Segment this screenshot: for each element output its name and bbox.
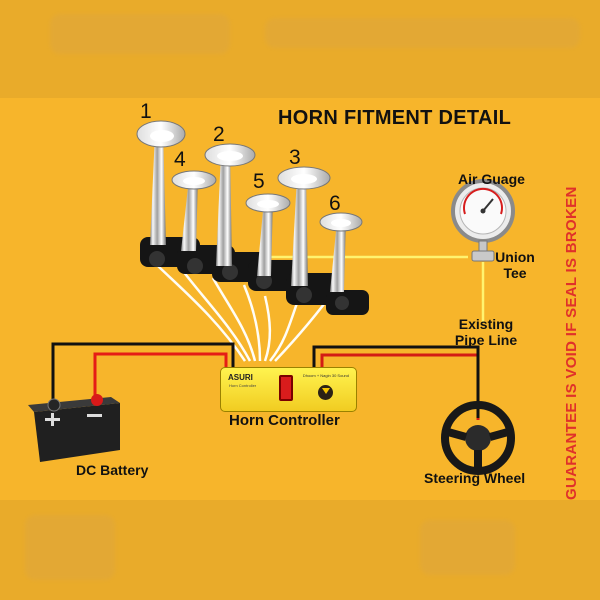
- horn-4: [171, 170, 217, 251]
- horn-number-2: 2: [213, 123, 225, 146]
- controller-black-wire: [312, 345, 480, 418]
- horn-3: [277, 166, 331, 286]
- controller-brand: ASURI: [228, 373, 253, 382]
- controller-sound-button[interactable]: [318, 385, 333, 400]
- horn-5: [245, 193, 291, 276]
- horn-control-wires: [157, 265, 338, 362]
- controller-red-switch[interactable]: [279, 375, 293, 401]
- horn-number-3: 3: [289, 146, 301, 169]
- existing-pipe-line-label: Existing Pipe Line: [454, 316, 518, 348]
- bottom-blurred-wheel: [420, 520, 515, 575]
- steering-wheel-icon: [441, 401, 515, 475]
- horn-2: [204, 143, 256, 266]
- air-gauge-icon: [451, 179, 515, 262]
- horn-number-6: 6: [329, 192, 341, 215]
- controller-subtitle: Horn Controller: [229, 383, 257, 388]
- horn-number-4: 4: [174, 148, 186, 171]
- union-tee-label: Union Tee: [495, 249, 535, 281]
- horn-number-1: 1: [140, 100, 152, 123]
- air-gauge-label: Air Guage: [458, 171, 525, 187]
- top-blurred-band: [0, 0, 600, 98]
- top-blurred-logo: [50, 14, 230, 54]
- dc-battery-label: DC Battery: [76, 462, 149, 478]
- guarantee-warning: GUARANTEE IS VOID IF SEAL IS BROKEN: [563, 186, 580, 500]
- top-blurred-heading: [265, 18, 580, 48]
- diagram-title: HORN FITMENT DETAIL: [278, 107, 512, 129]
- horn-controller-label: Horn Controller: [229, 412, 340, 429]
- controller-mode-label: Dhoom + Nagin 30 Sound: [302, 373, 349, 378]
- bottom-blurred-band: [0, 500, 600, 600]
- steering-wheel-label: Steering Wheel: [424, 470, 526, 486]
- dc-battery-icon: [28, 394, 120, 462]
- battery-red-wire: [93, 352, 228, 402]
- horn-assembly: [136, 120, 369, 315]
- battery-black-wire: [51, 342, 235, 410]
- horn-1: [136, 120, 186, 245]
- battery-and-controller-wires: [51, 342, 480, 420]
- horn-number-5: 5: [253, 170, 265, 193]
- horn-6: [319, 212, 363, 292]
- bottom-blurred-battery: [25, 515, 115, 580]
- horn-controller-device: ASURI Horn Controller Dhoom + Nagin 30 S…: [220, 367, 357, 412]
